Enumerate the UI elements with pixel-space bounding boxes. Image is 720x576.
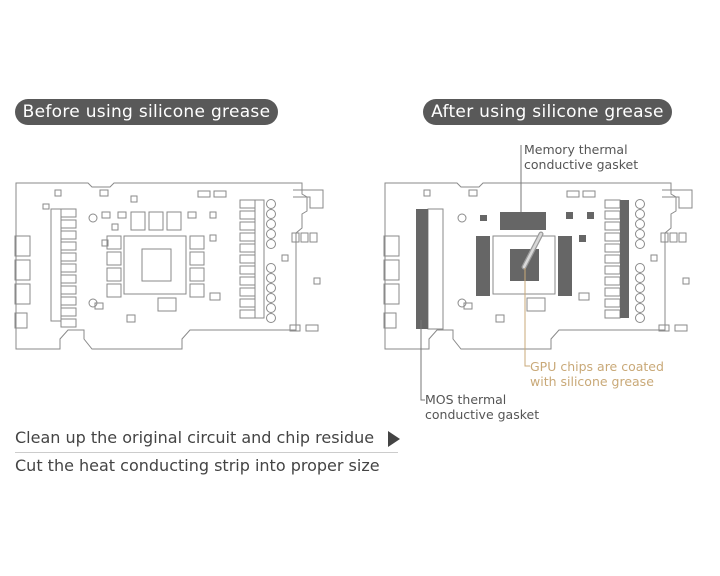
callout-leaders xyxy=(420,145,530,401)
memory-callout-line2: conductive gasket xyxy=(524,157,639,172)
gpu-callout-line1: GPU chips are coated xyxy=(530,359,664,374)
gpu-grease-callout: GPU chips are coated with silicone greas… xyxy=(530,359,664,389)
step-divider xyxy=(15,452,398,453)
step-clean: Clean up the original circuit and chip r… xyxy=(15,428,375,447)
mos-thermal-callout: MOS thermal conductive gasket xyxy=(425,392,539,422)
leader-mos xyxy=(420,320,425,401)
syringe-icon xyxy=(521,231,544,270)
gpu-frame-before xyxy=(123,235,187,295)
mos-callout-line1: MOS thermal xyxy=(425,392,507,407)
mos-column-left-before xyxy=(50,208,77,328)
mos-thermal-gasket xyxy=(416,209,428,329)
gpu-chip-before xyxy=(141,248,172,282)
after-label: After using silicone grease xyxy=(423,99,672,125)
before-label: Before using silicone grease xyxy=(15,99,278,125)
mos-thermal-gasket-right xyxy=(620,200,629,318)
capacitor-row-before xyxy=(266,199,276,323)
step-cut: Cut the heat conducting strip into prope… xyxy=(15,456,380,475)
top-bracket-before xyxy=(293,189,324,209)
top-bracket-after xyxy=(662,189,693,209)
memory-callout-line1: Memory thermal xyxy=(524,142,628,157)
board-outline-before xyxy=(15,182,308,350)
memory-pad-right xyxy=(558,236,572,296)
memory-pad-left xyxy=(476,236,490,296)
mos-column-right-before xyxy=(239,199,265,319)
capacitor-row-after xyxy=(635,199,645,323)
board-before xyxy=(14,182,324,350)
gpu-frame-after xyxy=(492,235,556,295)
memory-thermal-gasket xyxy=(500,212,546,230)
leader-gpu xyxy=(524,268,530,367)
play-arrow-icon xyxy=(388,431,400,447)
board-outline-after xyxy=(384,182,677,350)
mos-callout-line2: conductive gasket xyxy=(425,407,540,422)
memory-thermal-callout: Memory thermal conductive gasket xyxy=(524,142,638,172)
gpu-callout-line2: with silicone grease xyxy=(530,374,654,389)
mos-column-right-after xyxy=(604,199,621,319)
thermal-pads-after xyxy=(416,200,629,329)
